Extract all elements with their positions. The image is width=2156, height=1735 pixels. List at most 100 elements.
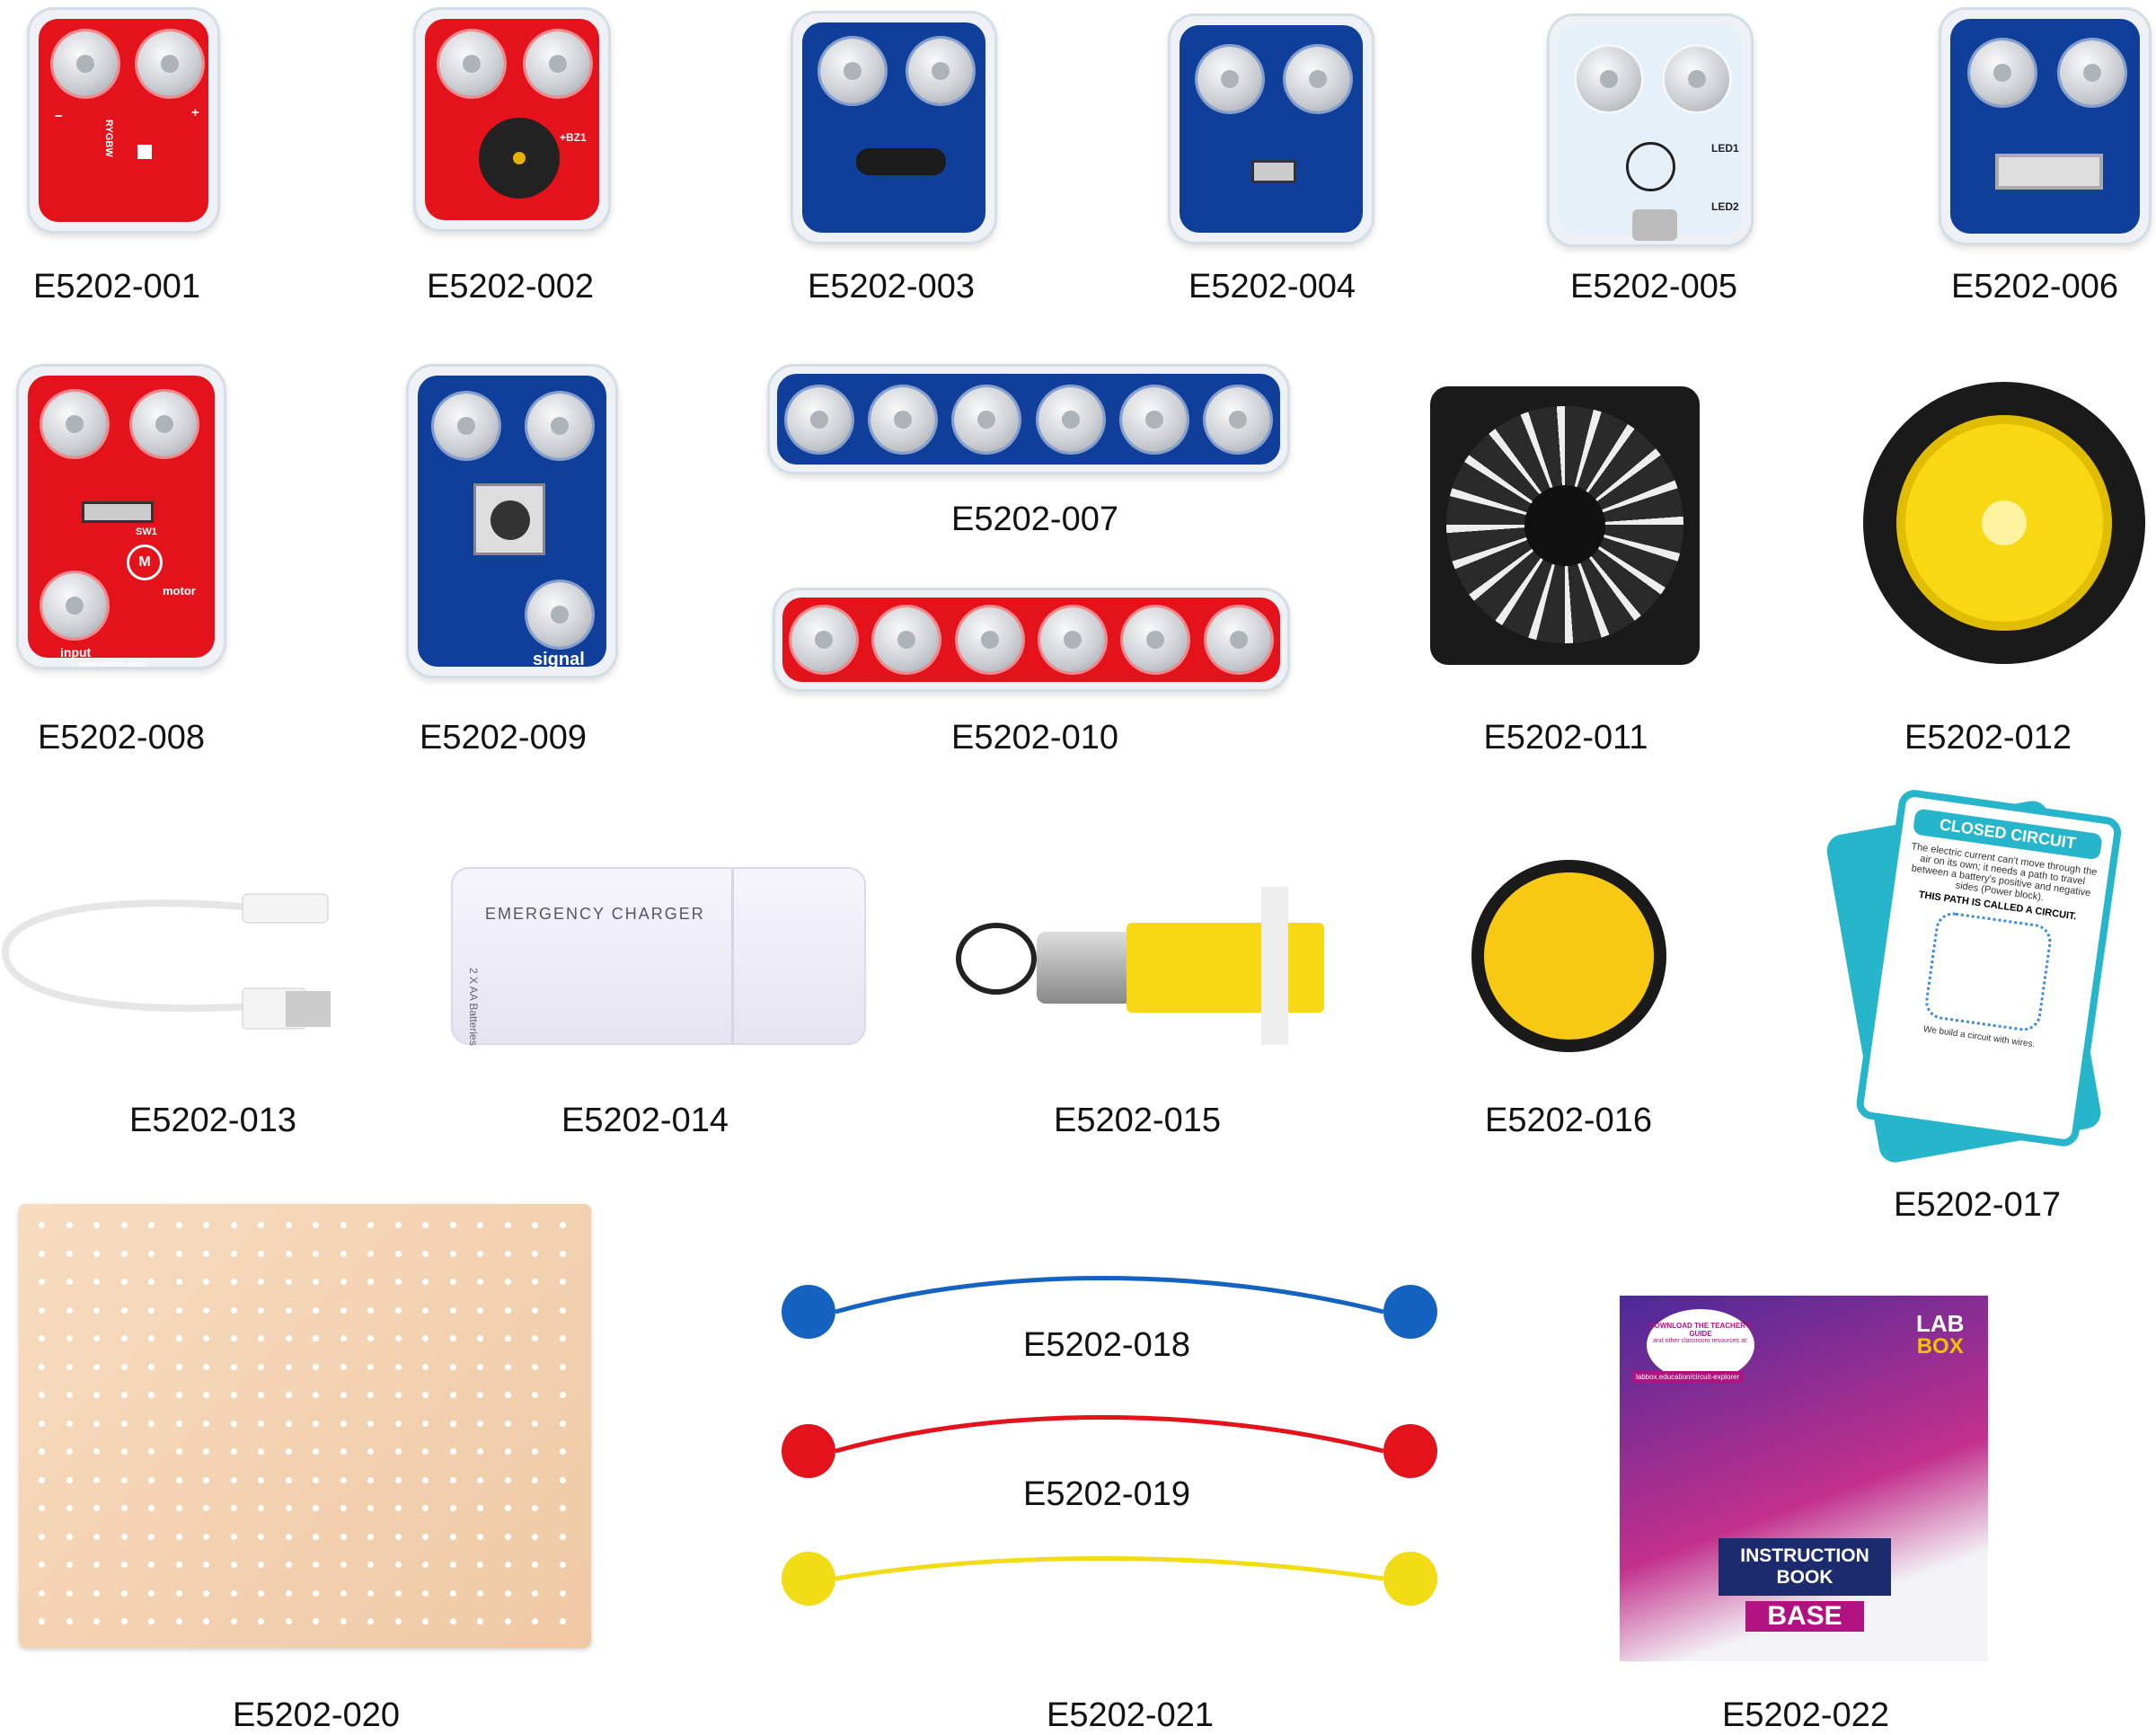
peg-hole xyxy=(175,1363,182,1370)
peg-hole xyxy=(175,1505,182,1511)
peg-hole xyxy=(532,1533,538,1540)
motor-label: motor xyxy=(163,584,196,598)
peg-hole xyxy=(532,1250,538,1257)
peg-hole xyxy=(477,1335,483,1341)
peg-hole xyxy=(39,1420,45,1427)
part-code: E5202-017 xyxy=(1894,1186,2061,1224)
peg-hole xyxy=(449,1279,456,1285)
peg-hole xyxy=(449,1222,456,1228)
peg-hole xyxy=(559,1618,566,1624)
peg-hole xyxy=(285,1279,292,1285)
peg-hole xyxy=(230,1589,237,1597)
peg-hole xyxy=(394,1420,402,1427)
peg-hole xyxy=(532,1420,538,1427)
peg-hole xyxy=(93,1279,100,1285)
peg-hole xyxy=(422,1279,429,1285)
peg-hole xyxy=(532,1589,538,1597)
peg-hole xyxy=(148,1533,155,1540)
peg-hole xyxy=(504,1222,511,1228)
peg-hole xyxy=(285,1420,292,1427)
peg-hole xyxy=(559,1562,566,1568)
peg-hole xyxy=(148,1420,155,1427)
peg-hole xyxy=(394,1392,402,1398)
peg-hole xyxy=(504,1589,511,1597)
charger-batteries: 2 X AA Batteries xyxy=(467,968,480,1046)
wire-yellow-end xyxy=(782,1552,835,1606)
wire-blue xyxy=(835,1276,1384,1315)
peg-hole xyxy=(120,1250,128,1257)
peg-hole xyxy=(313,1448,319,1455)
peg-hole xyxy=(230,1250,237,1257)
peg-hole xyxy=(394,1562,402,1568)
peg-hole xyxy=(449,1335,456,1341)
peg-hole xyxy=(39,1505,45,1511)
peg-hole xyxy=(313,1279,319,1285)
peg-hole xyxy=(477,1222,483,1228)
peg-hole xyxy=(449,1533,456,1540)
peg-hole xyxy=(230,1562,237,1568)
peg-hole xyxy=(148,1589,155,1597)
peg-hole xyxy=(66,1335,73,1341)
peg-hole xyxy=(340,1562,347,1568)
wheel-rim xyxy=(1896,415,2112,631)
peg-hole xyxy=(230,1618,237,1624)
peg-hole xyxy=(477,1448,483,1455)
part-code: E5202-020 xyxy=(233,1696,400,1734)
peg-hole xyxy=(66,1618,73,1624)
peg-hole xyxy=(340,1363,347,1370)
peg-hole xyxy=(532,1363,538,1370)
peg-hole xyxy=(39,1476,45,1483)
peg-hole xyxy=(230,1335,237,1341)
peg-hole xyxy=(532,1392,538,1398)
peg-hole xyxy=(230,1533,237,1540)
part-code: E5202-005 xyxy=(1570,268,1737,305)
peg-hole xyxy=(203,1562,209,1568)
potentiometer-knob xyxy=(473,483,545,555)
peg-hole xyxy=(175,1589,182,1597)
peg-hole xyxy=(367,1618,374,1624)
peg-hole xyxy=(340,1618,347,1624)
peg-hole xyxy=(120,1448,128,1455)
battery-symbol xyxy=(1626,142,1675,191)
peg-hole xyxy=(477,1392,483,1398)
peg-hole xyxy=(559,1335,566,1341)
peg-hole xyxy=(230,1306,237,1314)
wires xyxy=(782,1276,1437,1606)
peg-hole xyxy=(394,1363,402,1370)
peg-hole xyxy=(285,1562,292,1568)
peg-hole xyxy=(93,1306,100,1314)
peg-hole xyxy=(559,1279,566,1285)
peg-hole xyxy=(449,1618,456,1624)
peg-hole xyxy=(477,1505,483,1511)
switch xyxy=(82,501,154,523)
peg-hole xyxy=(93,1589,100,1597)
sw1-label: SW1 xyxy=(136,527,157,537)
peg-hole xyxy=(449,1589,456,1597)
plus-label: + xyxy=(191,105,199,120)
peg-hole xyxy=(559,1363,566,1370)
peg-hole xyxy=(422,1618,429,1624)
peg-hole xyxy=(148,1222,155,1228)
peg-hole xyxy=(477,1306,483,1314)
part-code: E5202-010 xyxy=(951,719,1118,757)
peg-hole xyxy=(394,1306,402,1314)
wire-blue-end xyxy=(1383,1285,1437,1339)
peg-hole xyxy=(258,1279,264,1285)
peg-hole xyxy=(203,1392,209,1398)
part-code: E5202-006 xyxy=(1951,268,2118,305)
peg-hole xyxy=(258,1448,264,1455)
snap-connector xyxy=(1123,607,1188,672)
peg-hole xyxy=(504,1306,511,1314)
peg-hole xyxy=(203,1618,209,1624)
peg-hole xyxy=(504,1335,511,1341)
peg-hole xyxy=(285,1250,292,1257)
peg-hole xyxy=(175,1279,182,1285)
gear-motor xyxy=(956,887,1348,1045)
peg-hole xyxy=(93,1533,100,1540)
book-title: INSTRUCTION BOOK xyxy=(1719,1538,1891,1596)
peg-hole xyxy=(148,1279,155,1285)
peg-hole xyxy=(340,1222,347,1228)
peg-hole xyxy=(367,1392,374,1398)
connector-bar-blue xyxy=(767,364,1290,474)
